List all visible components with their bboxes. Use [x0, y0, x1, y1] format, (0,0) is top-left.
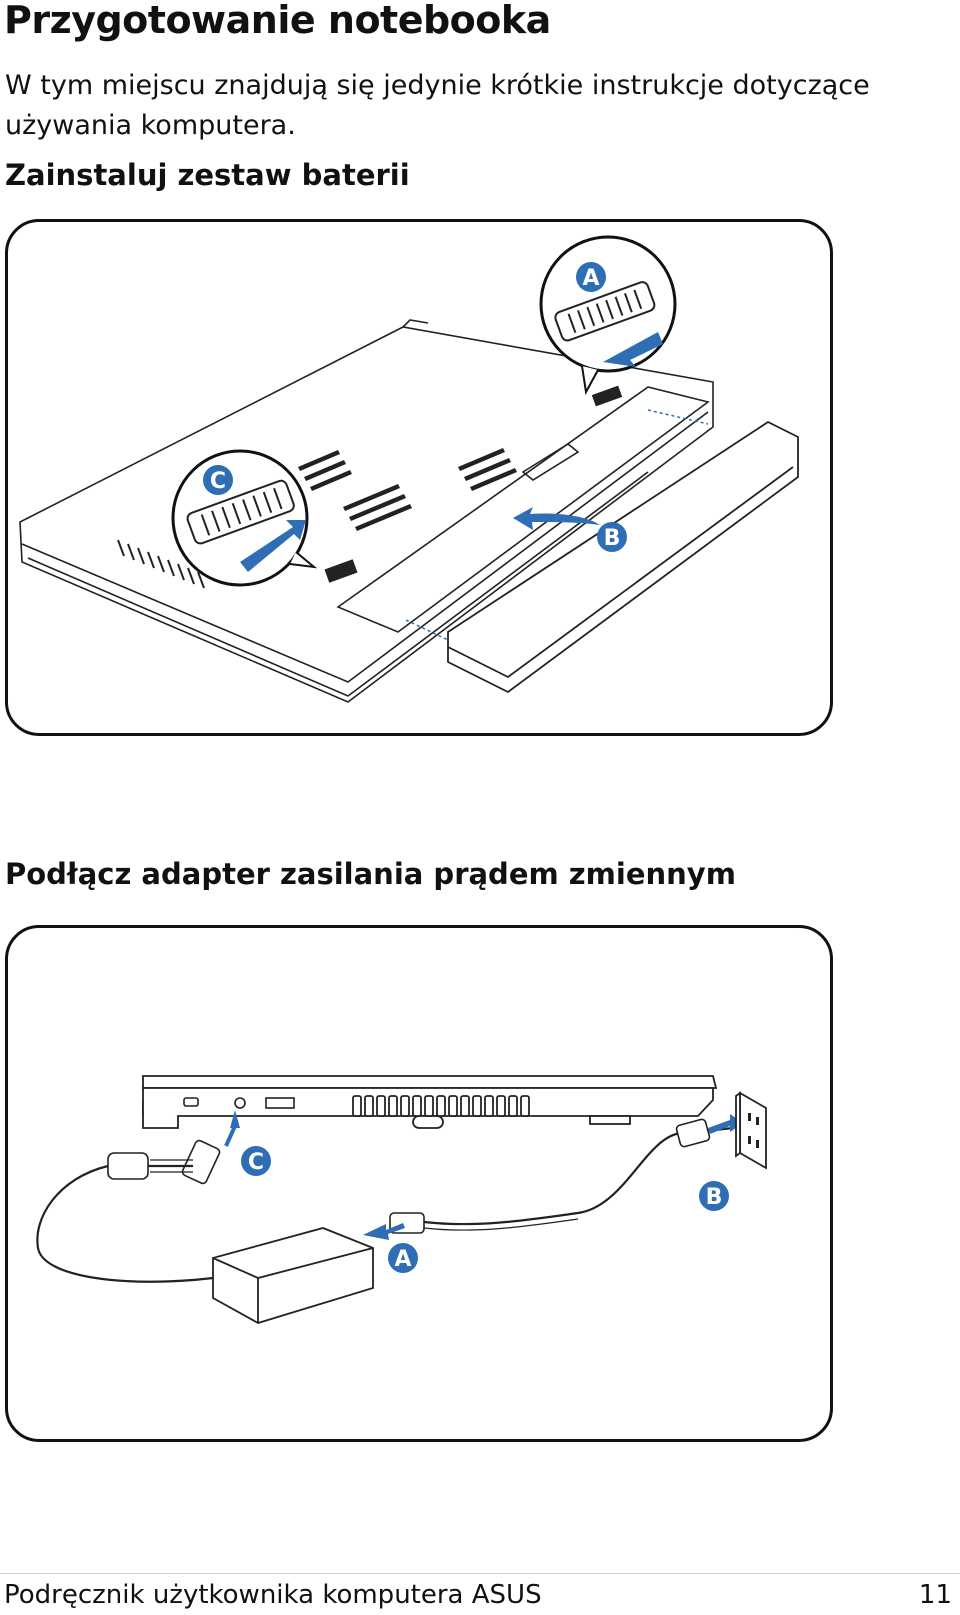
callout-c-badge: C [241, 1146, 271, 1176]
svg-text:A: A [394, 1247, 411, 1272]
zoom-circle-c [171, 449, 318, 587]
power-adapter-brick [212, 1227, 374, 1324]
outlet-sockets [748, 1113, 759, 1148]
callout-b-badge: B [597, 522, 627, 552]
callout-c-badge: C [203, 465, 233, 495]
wall-plug-arrow [708, 1114, 743, 1134]
alignment-guide-line [405, 619, 449, 641]
page-title: Przygotowanie notebooka [4, 0, 551, 42]
adapter-illustration-frame: A B C [5, 925, 833, 1442]
svg-text:B: B [706, 1185, 723, 1210]
dc-in-arrow [230, 1110, 240, 1128]
alignment-guide-line-2 [647, 409, 709, 425]
footer-title: Podręcznik użytkownika komputera ASUS [4, 1580, 542, 1610]
page-number: 11 [918, 1580, 952, 1610]
adapter-connect-illustration: A B C [36, 1075, 767, 1324]
callout-a-badge: A [388, 1243, 418, 1273]
laptop-vents [298, 448, 517, 531]
callout-a-badge: A [576, 262, 606, 292]
svg-text:B: B [604, 526, 621, 551]
wall-plug [675, 1118, 711, 1148]
svg-text:C: C [210, 469, 226, 494]
battery-bay [336, 386, 710, 633]
section-heading-adapter: Podłącz adapter zasilania prądem zmienny… [5, 857, 736, 891]
dc-cable [36, 1164, 214, 1283]
section-heading-battery: Zainstaluj zestaw baterii [5, 158, 410, 192]
side-vents [117, 539, 205, 589]
battery-pack [447, 420, 799, 694]
dc-plug [107, 1139, 221, 1185]
battery-illustration-frame: A B C [5, 219, 833, 736]
zoom-circle-a [539, 235, 677, 396]
svg-text:A: A [582, 266, 599, 291]
laptop-ports [183, 1097, 295, 1109]
wall-outlet [735, 1091, 767, 1170]
footer-divider [0, 1573, 960, 1574]
ac-cord [423, 1126, 734, 1226]
svg-text:C: C [248, 1150, 264, 1175]
latches [324, 385, 623, 583]
dc-in-arrow-shaft [224, 1125, 237, 1147]
laptop-side-vent [352, 1095, 530, 1117]
laptop-bottom-outline [19, 319, 714, 703]
insert-arrow [513, 507, 600, 530]
laptop-side-view [142, 1075, 718, 1129]
ac-cord-arrow [363, 1223, 405, 1240]
battery-install-illustration: A B C [19, 235, 799, 703]
intro-text: W tym miejscu znajdują się jedynie krótk… [5, 70, 870, 141]
callout-b-badge: B [699, 1181, 729, 1211]
